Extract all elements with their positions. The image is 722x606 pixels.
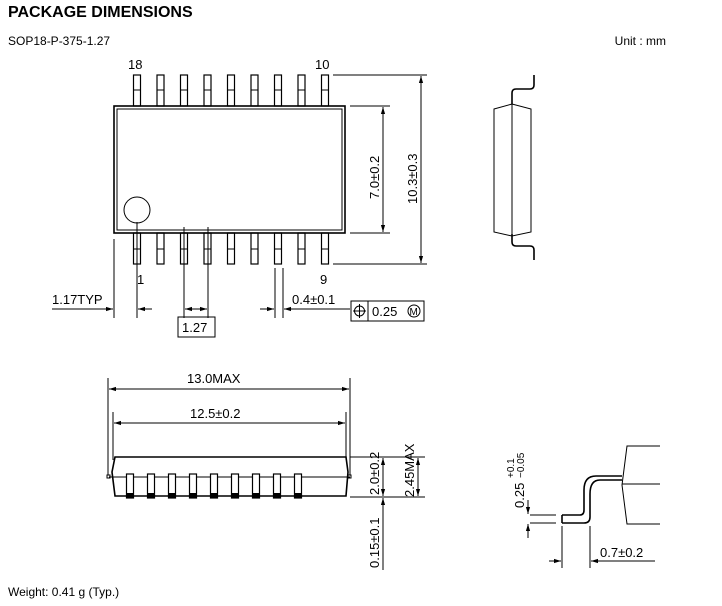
unit-label: Unit : mm: [614, 34, 666, 48]
pin-foot: [168, 493, 176, 498]
position-tolerance-frame: 0.25 M: [350, 300, 425, 322]
pin-label-18: 18: [128, 57, 142, 72]
dim-lead-width: 0.4±0.1: [292, 292, 335, 307]
pin-foot: [252, 493, 260, 498]
package-body-inner: [116, 108, 343, 231]
lead-detail: 0.25 +0.1 −0.05 0.7±0.2: [506, 445, 660, 568]
pin-foot: [189, 493, 197, 498]
top-pins: [132, 74, 330, 107]
pin-foot: [231, 493, 239, 498]
pin-foot: [147, 493, 155, 498]
front-body: [111, 456, 349, 497]
dim-pitch: 1.27: [182, 320, 207, 335]
dim-body-length: 12.5±0.2: [190, 406, 241, 421]
dim-thickness: 0.25: [512, 483, 527, 508]
pin-label-9: 9: [320, 272, 327, 287]
top-view: 18 10 1 9 7.0±0.2 10.3±0.3 1.17TYP 1.27 …: [52, 57, 427, 338]
tolerance-value: 0.25: [372, 304, 397, 319]
bottom-pins: [132, 232, 330, 265]
pin-label-10: 10: [315, 57, 329, 72]
front-view: 13.0MAX 12.5±0.2 2.0±0.2 2.45MAX 0.15±0.…: [106, 371, 425, 570]
dim-edge: 1.17TYP: [52, 292, 103, 307]
dim-standoff: 0.15±0.1: [367, 517, 382, 568]
tolerance-modifier: M: [410, 307, 418, 318]
package-body: [113, 105, 346, 234]
pitch-box: [177, 316, 216, 338]
dim-body-height: 2.0±0.2: [367, 452, 382, 495]
page-title: PACKAGE DIMENSIONS: [8, 4, 193, 21]
pin-foot: [210, 493, 218, 498]
dim-thickness-plus: +0.1: [506, 458, 517, 478]
pin-foot: [126, 493, 134, 498]
mmc-icon: [407, 304, 421, 318]
side-view: [493, 75, 535, 260]
dim-max-length: 13.0MAX: [187, 371, 241, 386]
dim-total-width: 10.3±0.3: [405, 153, 420, 204]
pin-foot: [294, 493, 302, 498]
dim-body-width: 7.0±0.2: [367, 156, 382, 199]
package-code: SOP18-P-375-1.27: [8, 34, 111, 48]
front-pins: [125, 473, 303, 499]
dim-foot-length: 0.7±0.2: [600, 545, 643, 560]
pin-label-1: 1: [137, 272, 144, 287]
pin1-marker: [123, 196, 151, 224]
pin-foot: [273, 493, 281, 498]
dim-max-height: 2.45MAX: [402, 443, 417, 497]
weight-label: Weight: 0.41 g (Typ.): [8, 585, 120, 599]
dim-thickness-minus: −0.05: [516, 452, 527, 478]
